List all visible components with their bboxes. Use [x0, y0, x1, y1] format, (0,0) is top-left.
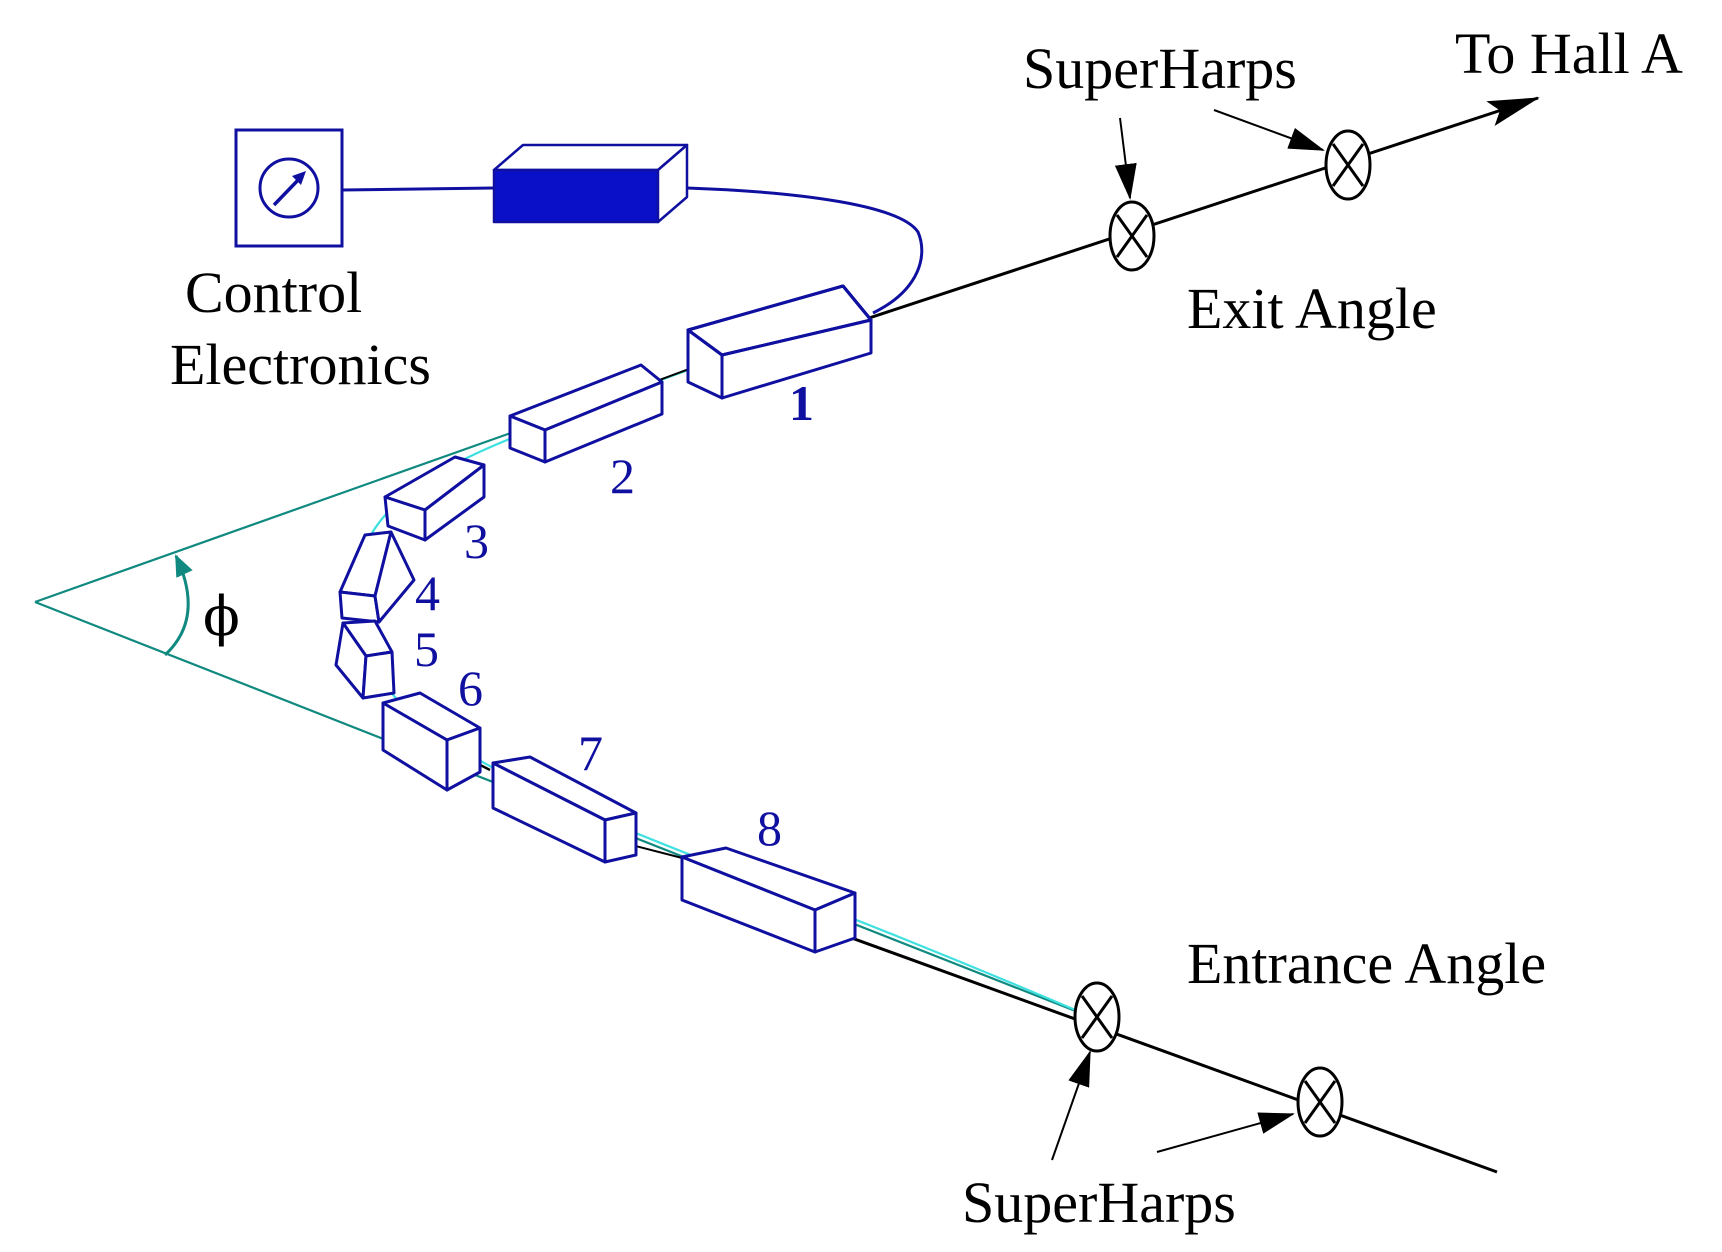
superharps-bottom-label: SuperHarps — [962, 1170, 1236, 1235]
magnet-8 — [680, 846, 857, 954]
magnet-number-3: 3 — [464, 513, 489, 569]
pointer-top-1 — [1114, 117, 1137, 200]
magnet-number-4: 4 — [415, 565, 440, 621]
control-cable — [341, 186, 495, 192]
pointer-top-2 — [1213, 109, 1325, 151]
superharps-pointers — [1051, 109, 1325, 1161]
superharps-top-label: SuperHarps — [1023, 36, 1297, 101]
magnet-2 — [508, 363, 664, 464]
angle-construction — [34, 362, 1079, 1014]
beamline — [454, 96, 1540, 1174]
magnet-7 — [491, 755, 638, 864]
power-supply-block — [492, 143, 689, 224]
magnet-number-8: 8 — [757, 800, 782, 856]
entrance-angle-label: Entrance Angle — [1187, 931, 1546, 996]
magnet-4 — [338, 530, 416, 624]
power-cable — [686, 186, 924, 315]
magnet-number-2: 2 — [610, 448, 635, 504]
harps — [1073, 129, 1372, 1138]
magnet-1 — [686, 284, 873, 400]
exit-angle-label: Exit Angle — [1187, 276, 1437, 341]
crossed-circle-icon — [1108, 200, 1156, 272]
magnet-6 — [381, 691, 482, 792]
crossed-circle-icon — [1324, 129, 1372, 201]
magnet-number-1: 1 — [789, 375, 814, 431]
magnet-number-7: 7 — [578, 725, 603, 781]
phi-angle-arc — [163, 554, 193, 657]
control-electronics-box — [234, 128, 344, 248]
crossed-circle-icon — [1073, 981, 1121, 1053]
control-label-line1: Control — [185, 260, 362, 325]
magnet-number-6: 6 — [458, 660, 483, 716]
magnet-5 — [334, 619, 396, 700]
entrance-beamline — [779, 910, 1498, 1174]
to-hall-label: To Hall A — [1455, 21, 1683, 86]
gauge-arrow-icon — [258, 157, 320, 219]
pointer-bottom-2 — [1156, 1112, 1295, 1153]
phi-label: ϕ — [203, 585, 240, 648]
control-label-line2: Electronics — [170, 332, 431, 397]
magnet-3 — [383, 455, 486, 542]
magnet-number-5: 5 — [414, 621, 439, 677]
crossed-circle-icon — [1296, 1066, 1344, 1138]
exit-beamline — [859, 96, 1540, 323]
pointer-bottom-1 — [1051, 1050, 1091, 1161]
